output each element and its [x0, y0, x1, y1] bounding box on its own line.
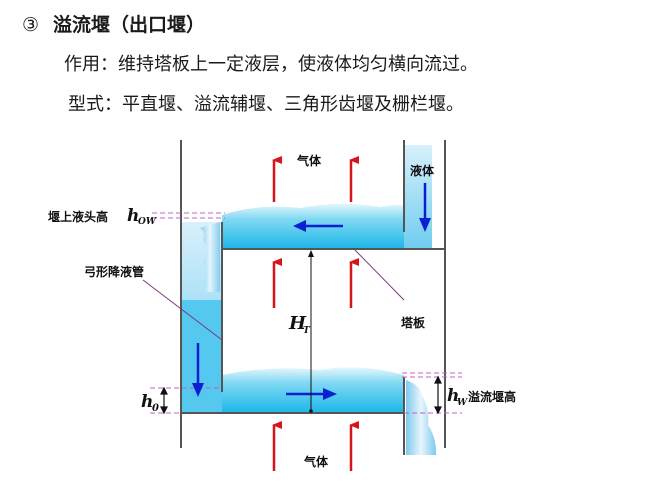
function-description: 作用：维持塔板上一定液层，使液体均匀横向流过。 — [64, 54, 478, 75]
gas-label-bottom: 气体 — [303, 454, 329, 469]
weir-height-label: 溢流堰高 — [468, 389, 516, 404]
upper-tray-liquid — [222, 145, 432, 248]
h0-dimension — [160, 386, 168, 415]
liquid-label: 液体 — [410, 163, 435, 178]
ht-subscript: T — [303, 326, 311, 336]
hw-dimension — [434, 375, 442, 415]
section-number: ③ — [22, 14, 40, 36]
how-subscript: OW — [138, 217, 157, 227]
weir-crest-label: 堰上液头高 — [48, 209, 108, 224]
tray-label: 塔板 — [401, 315, 426, 330]
dimension-dashes — [150, 212, 462, 414]
lower-tray-liquid — [222, 367, 404, 412]
hw-subscript: W — [457, 398, 468, 408]
leader-lines — [142, 249, 405, 341]
left-downcomer-liquid — [182, 222, 222, 412]
column-walls — [180, 140, 446, 455]
section-title: ③ 溢流堰（出口堰） — [22, 10, 205, 37]
h0-subscript: 0 — [152, 403, 159, 414]
ht-symbol: H — [288, 313, 307, 334]
arrow-down-icon — [192, 383, 204, 397]
liquid-flow-arrows — [192, 183, 431, 400]
types-description: 型式：平直堰、溢流辅堰、三角形齿堰及栅栏堰。 — [68, 94, 464, 115]
arrow-down-icon — [419, 218, 431, 232]
downcomer-label: 弓形降液管 — [84, 264, 144, 279]
gas-flow-arrows — [272, 156, 359, 471]
h0-symbol: h — [141, 392, 153, 412]
arrow-right-icon — [323, 388, 337, 400]
arrow-left-icon — [293, 220, 306, 232]
hw-symbol: h — [447, 386, 459, 406]
how-symbol: h — [127, 206, 139, 226]
gas-label-top: 气体 — [296, 153, 322, 168]
tray-spacing-dimension — [308, 250, 314, 413]
weir-overflow-liquid — [406, 380, 436, 455]
section-title-text: 溢流堰（出口堰） — [53, 14, 206, 36]
